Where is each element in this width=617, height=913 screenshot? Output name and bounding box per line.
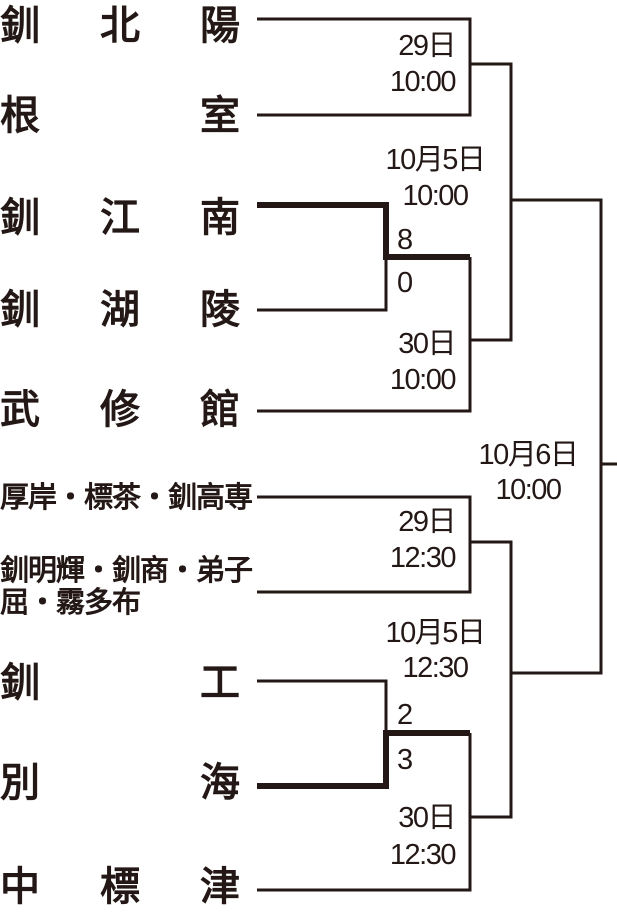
team-kushiro-konan: 釧江南 (0, 198, 240, 238)
final-time: 10:00 (495, 474, 562, 506)
m1-date: 29日 (398, 30, 456, 62)
m4-date: 29日 (398, 506, 456, 538)
m5-score-top: 2 (397, 699, 413, 731)
m6-date: 10月5日 (385, 617, 486, 649)
team-char: 室 (200, 92, 240, 139)
team-betsukai: 別海 (0, 763, 240, 803)
line-m2 (257, 257, 472, 413)
team-kushiro-hokuyo: 釧北陽 (0, 6, 240, 46)
team-kushiro-ko: 釧工 (0, 663, 240, 703)
line-kushiro-koryo (257, 257, 388, 312)
m1-time: 10:00 (389, 66, 457, 98)
line-m4 (257, 495, 472, 594)
line-kushiro-konan-win (257, 202, 470, 260)
team-kushiro-koryo: 釧湖陵 (0, 290, 240, 330)
final-date: 10月6日 (478, 439, 579, 471)
team-char: 釧 (0, 2, 40, 49)
team-akkeshi-shibecha-kosen: 厚岸・標茶・釧高専 (0, 481, 260, 513)
team-char: 修 (100, 386, 140, 433)
line-m1-out (470, 62, 513, 342)
team-text: 釧明輝・釧商・弟子 (0, 553, 253, 587)
team-char: 中 (0, 863, 40, 910)
team-char: 館 (200, 386, 240, 433)
line-m1 (257, 17, 472, 117)
line-betsukai-win (257, 730, 470, 789)
team-char: 海 (200, 759, 240, 806)
team-char: 標 (100, 863, 140, 910)
team-char: 南 (200, 194, 240, 241)
team-char: 別 (0, 759, 40, 806)
team-nakashibetsu: 中標津 (0, 867, 240, 907)
team-combined: 釧明輝・釧商・弟子屈・霧多布 (0, 554, 260, 618)
team-bushukan: 武修館 (0, 390, 240, 430)
team-char: 津 (200, 863, 240, 910)
m2-date: 30日 (398, 328, 456, 360)
team-char: 湖 (100, 286, 140, 333)
m3-date: 10月5日 (385, 144, 486, 176)
team-char: 北 (100, 2, 140, 49)
team-char: 武 (0, 386, 40, 433)
team-char: 釧 (0, 659, 40, 706)
team-char: 釧 (0, 194, 40, 241)
m4-time: 12:30 (389, 542, 457, 574)
team-char: 根 (0, 92, 40, 139)
team-char: 釧 (0, 286, 40, 333)
m2-score-top: 8 (397, 224, 413, 256)
m6-time: 12:30 (402, 652, 469, 684)
team-text-line2: 屈・霧多布 (0, 585, 141, 619)
team-char: 工 (200, 659, 240, 706)
team-char: 江 (100, 194, 140, 241)
m2-score-bottom: 0 (397, 267, 413, 299)
line-m4-out (470, 540, 513, 819)
m3-time: 10:00 (402, 180, 469, 212)
team-char: 陽 (200, 2, 240, 49)
line-kushiro-ko (257, 679, 388, 733)
m5-date: 30日 (398, 802, 456, 834)
m2-time: 10:00 (389, 364, 457, 396)
team-text: 厚岸・標茶・釧高専 (0, 480, 253, 514)
m5-score-bottom: 3 (397, 744, 413, 776)
team-nemuro: 根室 (0, 96, 240, 136)
team-char: 陵 (200, 286, 240, 333)
m5-time: 12:30 (389, 839, 457, 871)
line-m5 (257, 733, 472, 892)
line-m3-out (511, 198, 603, 675)
